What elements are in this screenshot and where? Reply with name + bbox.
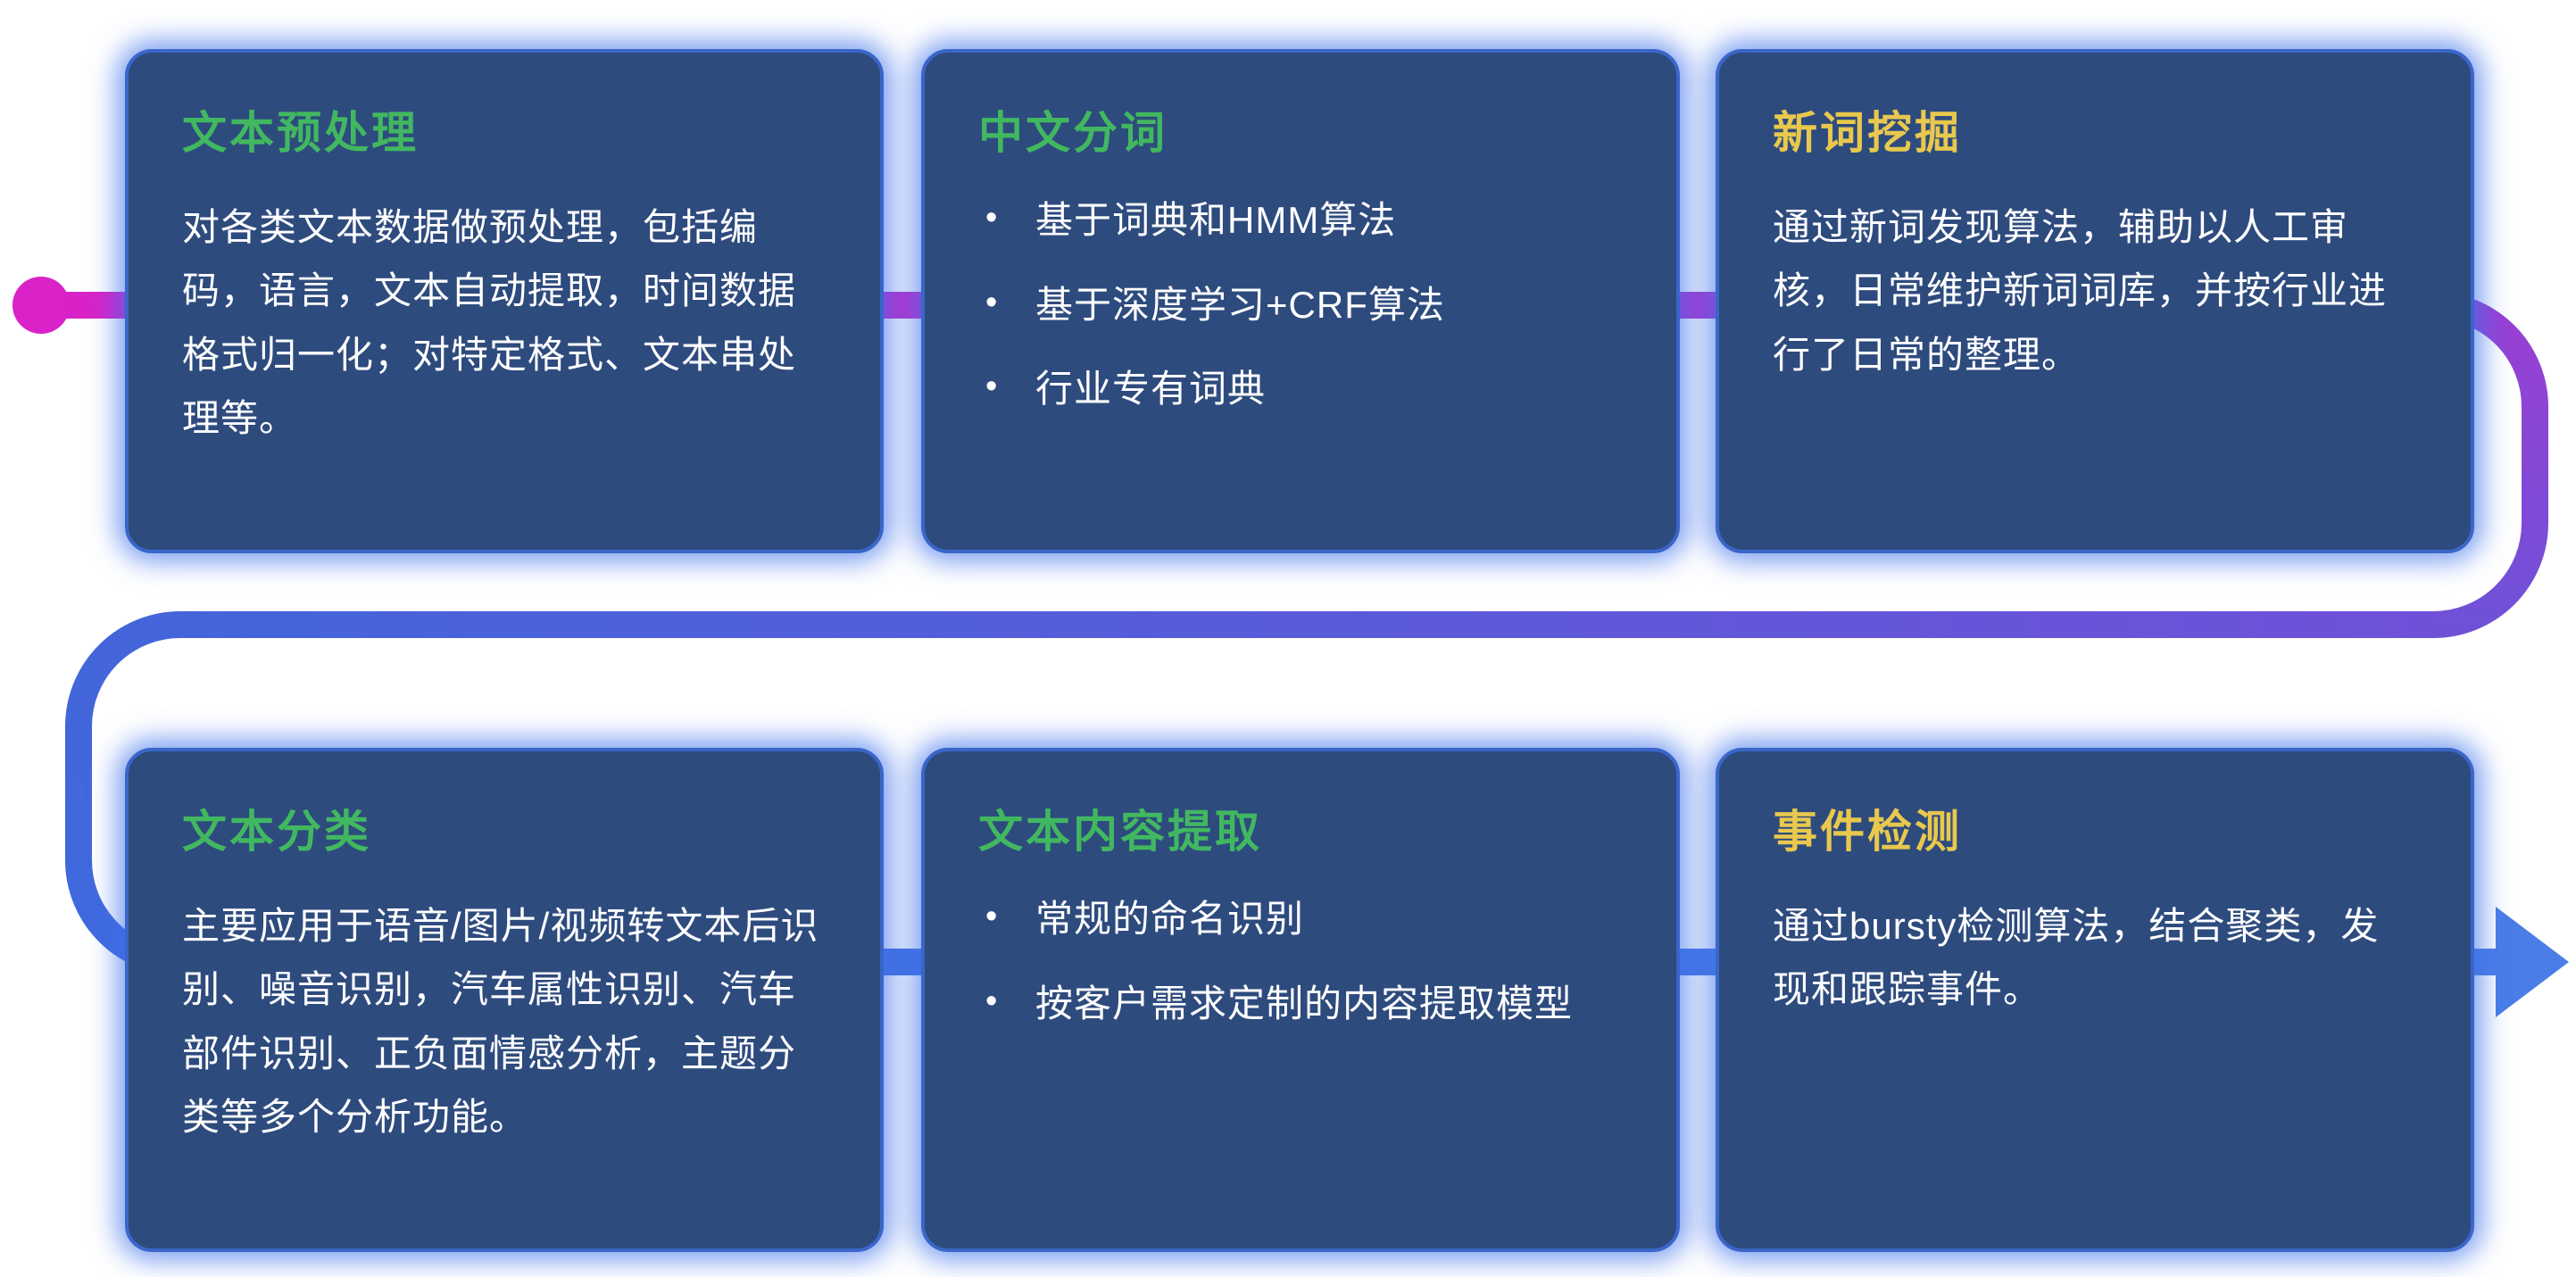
card-title: 事件检测: [1773, 807, 1962, 857]
flow-curve-right: [2432, 292, 2548, 638]
bullet-text: 常规的命名识别: [1035, 898, 1305, 940]
card-body: 对各类文本数据做预处理，包括编码，语言，文本自动提取，时间数据格式归一化；对特定…: [182, 206, 797, 440]
card-new-word-mining: 新词挖掘 通过新词发现算法，辅助以人工审核，日常维护新词词库，并按行业进行了日常…: [1716, 49, 2474, 553]
card-text-content-extraction: 文本内容提取 • 常规的命名识别 • 按客户需求定制的内容提取模型: [921, 748, 1680, 1252]
bullet-text: 基于词典和HMM算法: [1035, 199, 1397, 241]
card-bullet-list: • 基于词典和HMM算法 • 基于深度学习+CRF算法 • 行业专有词典: [978, 195, 1623, 415]
card-text-preprocessing: 文本预处理 对各类文本数据做预处理，包括编码，语言，文本自动提取，时间数据格式归…: [125, 49, 884, 553]
bullet-text: 基于深度学习+CRF算法: [1035, 283, 1445, 326]
flow-arrowhead-icon: [2496, 907, 2569, 1017]
bullet-icon: •: [985, 199, 999, 236]
card-title: 文本预处理: [182, 108, 419, 158]
card-body: 通过bursty检测算法，结合聚类，发现和跟踪事件。: [1773, 905, 2380, 1011]
card-title: 文本内容提取: [978, 807, 1262, 857]
bullet-item: • 按客户需求定制的内容提取模型: [978, 979, 1623, 1030]
card-bullet-list: • 常规的命名识别 • 按客户需求定制的内容提取模型: [978, 894, 1623, 1029]
bullet-text: 行业专有词典: [1035, 368, 1267, 410]
bullet-icon: •: [985, 283, 999, 321]
bullet-icon: •: [985, 982, 999, 1020]
bullet-item: • 常规的命名识别: [978, 894, 1623, 945]
card-title: 中文分词: [978, 108, 1168, 158]
bullet-icon: •: [985, 898, 999, 935]
card-event-detection: 事件检测 通过bursty检测算法，结合聚类，发现和跟踪事件。: [1716, 748, 2474, 1252]
bullet-item: • 基于深度学习+CRF算法: [978, 280, 1623, 331]
bullet-item: • 行业专有词典: [978, 364, 1623, 415]
bullet-item: • 基于词典和HMM算法: [978, 195, 1623, 246]
bullet-icon: •: [985, 368, 999, 406]
card-body: 通过新词发现算法，辅助以人工审核，日常维护新词词库，并按行业进行了日常的整理。: [1773, 206, 2388, 376]
card-title: 文本分类: [182, 807, 371, 857]
card-chinese-word-segmentation: 中文分词 • 基于词典和HMM算法 • 基于深度学习+CRF算法 • 行业专有词…: [921, 49, 1680, 553]
card-body: 主要应用于语音/图片/视频转文本后识别、噪音识别，汽车属性识别、汽车部件识别、正…: [182, 905, 819, 1139]
card-text-classification: 文本分类 主要应用于语音/图片/视频转文本后识别、噪音识别，汽车属性识别、汽车部…: [125, 748, 884, 1252]
bullet-text: 按客户需求定制的内容提取模型: [1035, 982, 1574, 1024]
card-title: 新词挖掘: [1773, 108, 1962, 158]
